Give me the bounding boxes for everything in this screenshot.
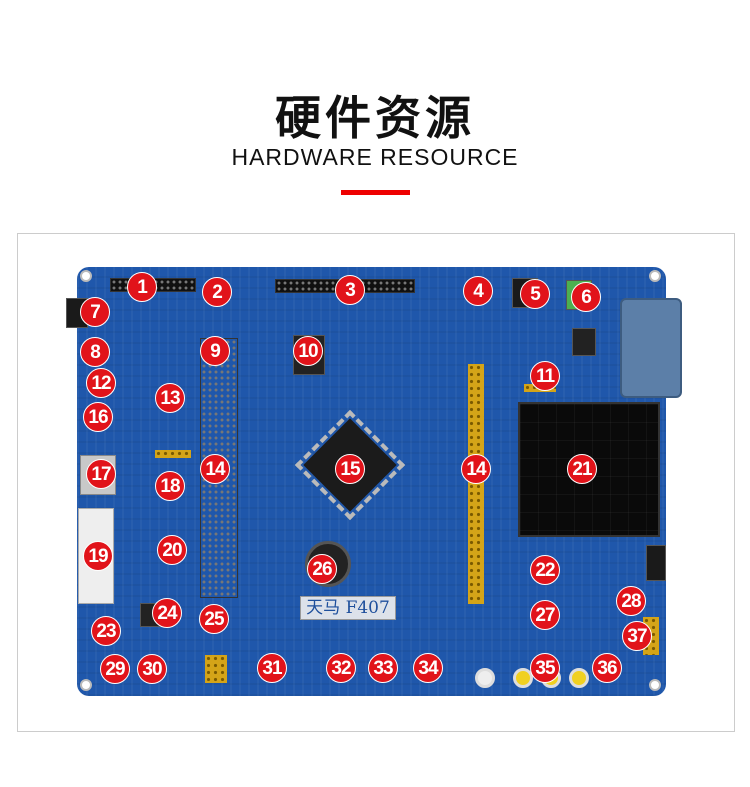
key-button [513, 668, 533, 688]
number-marker: 27 [530, 600, 560, 630]
mount-hole [649, 679, 661, 691]
number-marker: 30 [137, 654, 167, 684]
number-marker: 26 [307, 554, 337, 584]
number-marker: 33 [368, 653, 398, 683]
number-marker: 1 [127, 272, 157, 302]
reset-button [475, 668, 495, 688]
number-marker: 9 [200, 336, 230, 366]
number-marker: 8 [80, 337, 110, 367]
number-marker: 24 [152, 598, 182, 628]
number-marker: 31 [257, 653, 287, 683]
number-marker: 3 [335, 275, 365, 305]
number-marker: 20 [157, 535, 187, 565]
mount-hole [649, 270, 661, 282]
number-marker: 32 [326, 653, 356, 683]
number-marker: 34 [413, 653, 443, 683]
number-marker: 11 [530, 361, 560, 391]
number-marker: 12 [86, 368, 116, 398]
jumper-header [155, 450, 191, 458]
gpio-header-right [468, 364, 484, 604]
number-marker: 25 [199, 604, 229, 634]
number-marker: 23 [91, 616, 121, 646]
number-marker: 35 [530, 653, 560, 683]
title-underline [341, 190, 410, 195]
mount-hole [80, 270, 92, 282]
db9-serial-port [620, 298, 682, 398]
number-marker: 22 [530, 555, 560, 585]
page-subtitle: HARDWARE RESOURCE [231, 144, 519, 170]
number-marker: 5 [520, 279, 550, 309]
number-marker: 10 [293, 336, 323, 366]
number-marker: 29 [100, 654, 130, 684]
number-marker: 21 [567, 454, 597, 484]
number-marker: 19 [83, 541, 113, 571]
number-marker: 15 [335, 454, 365, 484]
number-marker: 13 [155, 383, 185, 413]
mount-hole [80, 679, 92, 691]
pin-header [205, 655, 227, 683]
board-model-plate: 天马 F407 [300, 596, 396, 620]
number-marker: 7 [80, 297, 110, 327]
rs232-chip [572, 328, 596, 356]
number-marker: 16 [83, 402, 113, 432]
number-marker: 14 [200, 454, 230, 484]
number-marker: 2 [202, 277, 232, 307]
key-button [569, 668, 589, 688]
number-marker: 6 [571, 282, 601, 312]
number-marker: 17 [86, 459, 116, 489]
page-title: 硬件资源 [275, 91, 475, 145]
number-marker: 14 [461, 454, 491, 484]
number-marker: 37 [622, 621, 652, 651]
number-marker: 4 [463, 276, 493, 306]
terminal-block [646, 545, 666, 581]
number-marker: 28 [616, 586, 646, 616]
number-marker: 36 [592, 653, 622, 683]
number-marker: 18 [155, 471, 185, 501]
